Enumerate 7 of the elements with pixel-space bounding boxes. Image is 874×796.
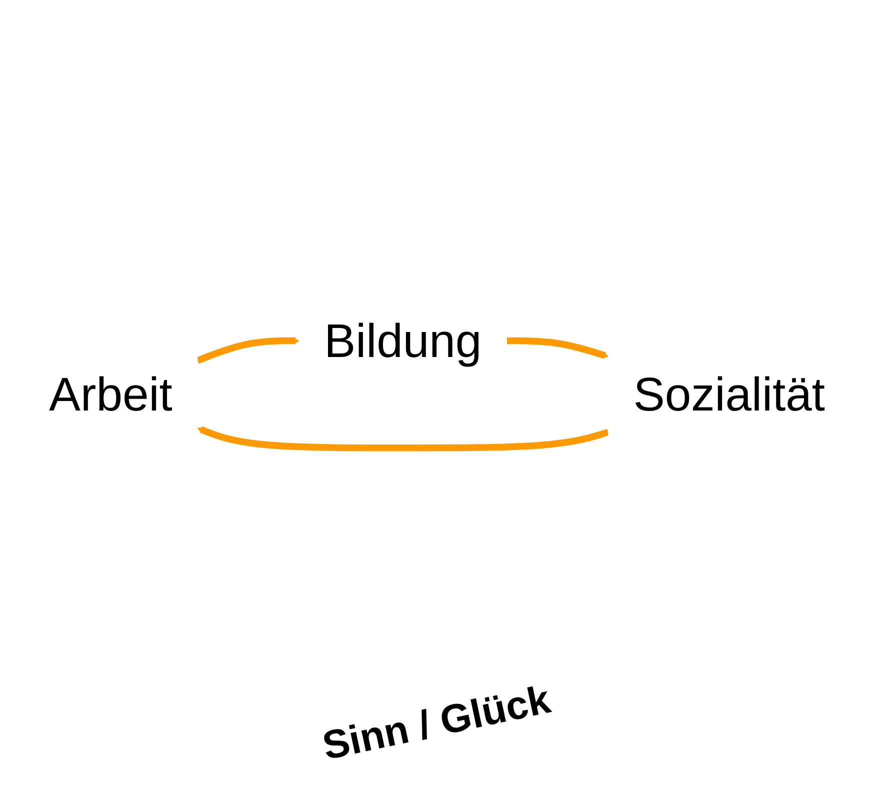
arrow bbox=[196, 337, 300, 364]
center-label: Sinn / Glück bbox=[319, 676, 555, 770]
arrow bbox=[506, 338, 608, 359]
arrow bbox=[197, 426, 610, 452]
node-text: Arbeit bbox=[49, 368, 172, 421]
node-text: Sozialität bbox=[633, 368, 825, 421]
node-text: Bildung bbox=[324, 314, 482, 368]
